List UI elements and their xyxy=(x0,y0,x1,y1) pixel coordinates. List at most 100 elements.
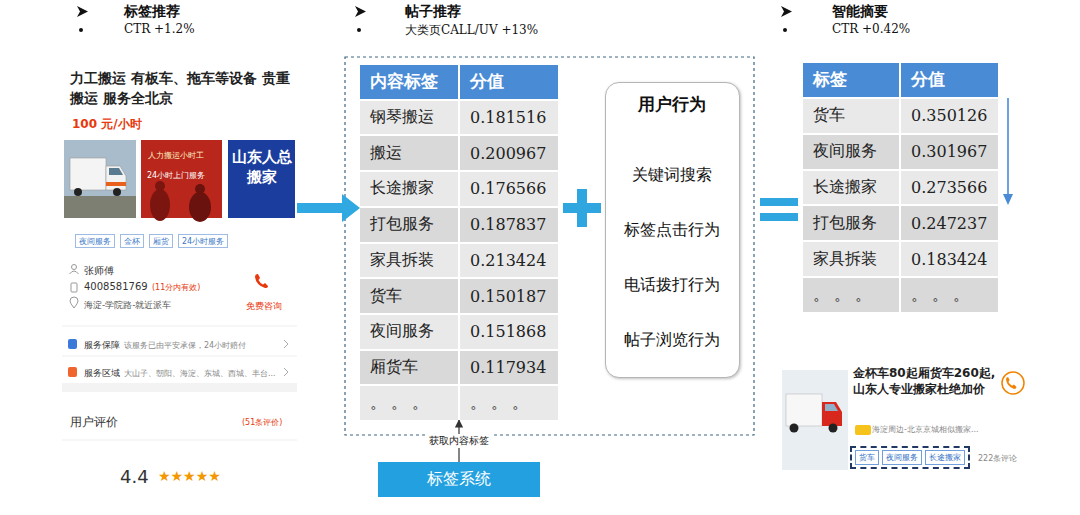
summary-title: 金杯车80起厢货车260起,山东人专业搬家杜绝加价 xyxy=(853,365,999,397)
table-cell: 厢货车 xyxy=(360,351,458,385)
badge xyxy=(855,425,871,435)
node-label: 金杯 xyxy=(124,236,140,247)
area-text: 大山子、朝阳、海淀、东城、西城、丰台... xyxy=(124,368,276,379)
metric-note: CTR +1.2% xyxy=(124,22,195,36)
photo-text: 24小时上门服务 xyxy=(147,170,205,181)
separator-band xyxy=(62,383,297,392)
chevron xyxy=(284,340,288,348)
system-box: 标签系统 xyxy=(378,462,540,497)
consult-link: 免费咨询 xyxy=(246,300,282,313)
guarantee-text: 该服务已由平安承保，24小时赔付 xyxy=(124,340,246,351)
tag-chip: 长途搬家 xyxy=(925,450,965,465)
table-cell: 0.247237 xyxy=(901,206,998,240)
bullet-arrow xyxy=(781,6,792,17)
truck-photo xyxy=(64,140,136,218)
table-cell: 货车 xyxy=(803,99,899,133)
table-cell: 打包服务 xyxy=(360,208,458,242)
separator xyxy=(62,440,297,441)
section-title: 帖子推荐 xyxy=(405,3,461,21)
dashed-region xyxy=(345,57,754,435)
table-cell: 家具拆装 xyxy=(360,244,458,278)
section-title: 标签推荐 xyxy=(124,3,180,21)
table-cell: 夜间服务 xyxy=(803,135,899,169)
bullet-arrow xyxy=(77,6,88,17)
bullet-dot xyxy=(357,28,361,32)
sort-arrow xyxy=(1003,98,1013,205)
tag-chip: 厢货 xyxy=(149,234,173,248)
section-title: 智能摘要 xyxy=(832,3,888,21)
score-table: 内容标签分值钢琴搬运0.181516搬运0.200967长途搬家0.176566… xyxy=(360,65,558,420)
tag-chip: 夜间服务 xyxy=(882,450,922,465)
metric-note: CTR +0.42% xyxy=(832,22,910,36)
card-icons xyxy=(70,265,79,309)
table-cell: 。 。 。 xyxy=(460,386,558,420)
listing-card: 力工搬运 有板车、拖车等设备 贵重搬运 服务全北京 100 元/小时张师傅 4008… xyxy=(62,62,297,492)
equals-sign xyxy=(760,198,798,221)
node-label: 标签系统 xyxy=(427,469,491,490)
chevron xyxy=(284,368,288,376)
behavior-item: 帖子浏览行为 xyxy=(606,330,738,351)
summary-location: 海淀周边-北京京城相似搬家... xyxy=(872,424,979,435)
table-cell: 0.150187 xyxy=(460,279,558,313)
address: 海淀-学院路-就近派车 xyxy=(84,299,172,312)
table-cell: 家具拆装 xyxy=(803,242,899,276)
table-cell: 夜间服务 xyxy=(360,315,458,349)
bullet-arrow xyxy=(355,6,366,17)
summary-card: 金杯车80起厢货车260起,山东人专业搬家杜绝加价海淀周边-北京京城相似搬家..… xyxy=(778,360,1028,478)
table-cell: 0.151868 xyxy=(460,315,558,349)
table-cell: 货车 xyxy=(360,279,458,313)
review-title: 用户评价 xyxy=(70,414,118,431)
table-header: 分值 xyxy=(460,65,558,99)
tag-chip: 24小时服务 xyxy=(178,234,228,248)
truck-photo xyxy=(782,370,848,470)
price: 100 元/小时 xyxy=(72,116,142,133)
tag-chip: 夜间服务 xyxy=(75,234,115,248)
tag-chip: 货车 xyxy=(855,450,879,465)
area-title: 服务区域 xyxy=(84,367,120,380)
photo-text: 人力搬运小时工 xyxy=(148,150,204,161)
metric-note: 大类页CALL/UV +13% xyxy=(405,22,538,39)
guarantee-title: 服务保障 xyxy=(84,339,120,352)
node-label: 厢货 xyxy=(153,236,169,247)
table-cell: 0.301967 xyxy=(901,135,998,169)
table-cell: 0.213424 xyxy=(460,244,558,278)
table-cell: 0.187837 xyxy=(460,208,558,242)
separator xyxy=(62,326,297,327)
table-cell: 0.181516 xyxy=(460,101,558,135)
area-icon xyxy=(68,367,77,377)
table-header: 内容标签 xyxy=(360,65,458,99)
node-label: 24小时服务 xyxy=(182,236,224,247)
table-cell: 钢琴搬运 xyxy=(360,101,458,135)
contact-name: 张师傅 xyxy=(84,264,114,278)
review-count: 222条评论 xyxy=(978,453,1017,464)
phone-note: (11分内有效) xyxy=(152,282,200,293)
edge-label: 获取内容标签 xyxy=(427,434,491,448)
rating-stars: ★★★★★ xyxy=(158,468,221,484)
bullet-dot xyxy=(79,28,83,32)
phone-icon xyxy=(255,274,268,288)
banner-tile xyxy=(228,140,295,218)
table-header: 标签 xyxy=(803,63,899,97)
score-table: 标签分值货车0.350126夜间服务0.301967长途搬家0.273566打包… xyxy=(803,63,998,312)
behavior-item: 标签点击行为 xyxy=(606,220,738,241)
card-title: 力工搬运 有板车、拖车等设备 贵重搬运 服务全北京 xyxy=(70,68,294,109)
flow-arrow xyxy=(297,194,360,222)
banner-text: 山东人总 搬家 xyxy=(229,148,294,187)
table-cell: 0.117934 xyxy=(460,351,558,385)
separator xyxy=(62,356,297,357)
table-cell: 搬运 xyxy=(360,136,458,170)
phone-number: 4008581769 xyxy=(84,281,148,292)
table-cell: 。 。 。 xyxy=(360,386,458,420)
behavior-item: 电话拨打行为 xyxy=(606,275,738,296)
table-cell: 长途搬家 xyxy=(803,171,899,205)
table-cell: 。 。 。 xyxy=(901,278,998,312)
box-title: 用户行为 xyxy=(606,93,738,116)
workers-photo xyxy=(141,140,222,222)
behavior-item: 关键词搜索 xyxy=(606,165,738,186)
table-cell: 0.273566 xyxy=(901,171,998,205)
plus-sign xyxy=(563,189,601,227)
table-cell: 打包服务 xyxy=(803,206,899,240)
phone-icon xyxy=(1002,372,1024,394)
shield-icon xyxy=(68,339,77,349)
